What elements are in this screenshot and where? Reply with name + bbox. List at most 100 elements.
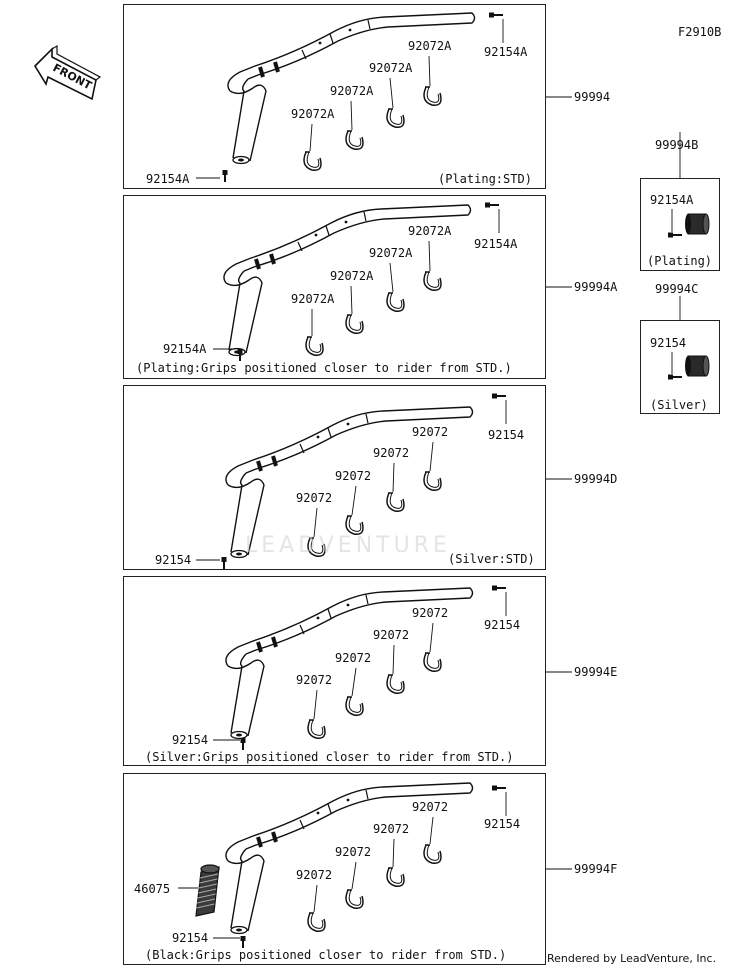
- bolt-label-top[interactable]: 92154: [488, 428, 525, 442]
- clamp-label[interactable]: 92072A: [408, 39, 452, 53]
- clamp-label[interactable]: 92072: [373, 822, 410, 836]
- bolt-icon: [492, 585, 506, 591]
- part-id-99994[interactable]: 99994: [574, 90, 611, 104]
- bolt-label-top[interactable]: 92154A: [474, 237, 518, 251]
- bolt-label-bottom[interactable]: 92154A: [163, 342, 207, 356]
- handlebar-drawing: [227, 12, 476, 165]
- panel-caption: (Silver:Grips positioned closer to rider…: [145, 750, 514, 764]
- panel-99994a: [123, 195, 546, 379]
- hose-clamp-icon: [303, 151, 322, 171]
- bolt-label-99994c[interactable]: 92154: [650, 336, 687, 350]
- grip-label[interactable]: 46075: [134, 882, 171, 896]
- end-weight-icon: [685, 213, 710, 235]
- panel-caption: (Black:Grips positioned closer to rider …: [145, 948, 507, 962]
- clamp-label[interactable]: 92072: [412, 800, 449, 814]
- panel-99994e: [123, 576, 546, 766]
- clamp-leader-line: [313, 507, 318, 538]
- bolt-icon: [489, 12, 503, 18]
- clamp-leader-line: [350, 100, 353, 131]
- part-id-99994a[interactable]: 99994A: [574, 280, 618, 294]
- clamp-leader-line: [389, 262, 394, 293]
- clamp-label[interactable]: 92072: [296, 673, 333, 687]
- clamp-leader-line: [389, 77, 394, 109]
- grip-icon: [195, 864, 220, 917]
- panel-99994d: [123, 385, 546, 570]
- hose-clamp-icon: [345, 314, 364, 334]
- clamp-leader-line: [392, 644, 395, 675]
- clamp-label[interactable]: 92072A: [291, 107, 335, 121]
- clamp-label[interactable]: 92072A: [369, 246, 413, 260]
- clamp-label[interactable]: 92072A: [408, 224, 452, 238]
- panel-99994c: [640, 320, 720, 414]
- hose-clamp-icon: [423, 86, 442, 106]
- hose-clamp-icon: [345, 889, 364, 909]
- clamp-label[interactable]: 92072A: [330, 269, 374, 283]
- clamp-leader-line: [428, 240, 431, 272]
- hose-clamp-icon: [345, 130, 364, 150]
- clamp-leader-line: [429, 441, 434, 472]
- bolt-icon: [240, 936, 246, 948]
- panel-caption: (Silver:STD): [448, 552, 535, 566]
- diagram-code: F2910B: [678, 25, 722, 39]
- hose-clamp-icon: [307, 912, 326, 932]
- part-id-99994f[interactable]: 99994F: [574, 862, 618, 876]
- clamp-leader-line: [429, 816, 434, 845]
- clamp-label[interactable]: 92072: [335, 651, 372, 665]
- hose-clamp-icon: [423, 844, 442, 864]
- bolt-label-bottom[interactable]: 92154: [172, 931, 209, 945]
- clamp-label[interactable]: 92072: [412, 425, 449, 439]
- clamp-label[interactable]: 92072A: [291, 292, 335, 306]
- clamp-label[interactable]: 92072: [373, 446, 410, 460]
- bolt-icon: [485, 202, 499, 208]
- footer-credit: Rendered by LeadVenture, Inc.: [547, 952, 717, 965]
- bolt-label-top[interactable]: 92154: [484, 817, 521, 831]
- hose-clamp-icon: [386, 674, 405, 694]
- panel-99994f: [123, 773, 546, 965]
- caption-99994b: (Plating): [647, 254, 713, 268]
- bolt-label-bottom[interactable]: 92154: [155, 553, 192, 567]
- handlebar-drawing: [225, 782, 474, 935]
- hose-clamp-icon: [386, 492, 405, 512]
- clamp-leader-line: [313, 884, 318, 913]
- bolt-icon: [492, 393, 506, 399]
- clamp-leader-line: [351, 485, 357, 516]
- clamp-label[interactable]: 92072: [335, 469, 372, 483]
- part-id-99994b[interactable]: 99994B: [655, 138, 699, 152]
- bolt-icon: [492, 785, 506, 791]
- panel-99994b: [640, 178, 720, 271]
- part-id-99994d[interactable]: 99994D: [574, 472, 618, 486]
- clamp-leader-line: [392, 838, 395, 868]
- bolt-icon: [668, 374, 682, 380]
- clamp-label[interactable]: 92072A: [330, 84, 374, 98]
- panel-caption: (Plating:STD): [438, 172, 532, 186]
- part-id-99994c[interactable]: 99994C: [655, 282, 699, 296]
- clamp-leader-line: [351, 667, 357, 697]
- bolt-label-bottom[interactable]: 92154A: [146, 172, 190, 186]
- hose-clamp-icon: [423, 652, 442, 672]
- hose-clamp-icon: [307, 719, 326, 739]
- bolt-icon: [222, 170, 228, 182]
- hose-clamp-icon: [345, 696, 364, 716]
- clamp-label[interactable]: 92072: [296, 868, 333, 882]
- clamp-leader-line: [350, 285, 353, 315]
- bolt-label-top[interactable]: 92154A: [484, 45, 528, 59]
- clamp-leader-line: [392, 462, 395, 493]
- bolt-icon: [240, 738, 246, 750]
- bolt-label-99994b[interactable]: 92154A: [650, 193, 694, 207]
- clamp-label[interactable]: 92072: [412, 606, 449, 620]
- clamp-leader-line: [309, 123, 313, 152]
- clamp-label[interactable]: 92072: [296, 491, 333, 505]
- hose-clamp-icon: [386, 292, 405, 312]
- clamp-leader-line: [429, 622, 434, 653]
- bolt-label-top[interactable]: 92154: [484, 618, 521, 632]
- clamp-label[interactable]: 92072: [335, 845, 372, 859]
- clamp-label[interactable]: 92072: [373, 628, 410, 642]
- part-id-99994e[interactable]: 99994E: [574, 665, 618, 679]
- front-arrow-icon: FRONT: [33, 44, 102, 101]
- hose-clamp-icon: [386, 867, 405, 887]
- handlebar-drawing: [225, 587, 474, 740]
- clamp-label[interactable]: 92072A: [369, 61, 413, 75]
- hose-clamp-icon: [307, 537, 326, 557]
- bolt-label-bottom[interactable]: 92154: [172, 733, 209, 747]
